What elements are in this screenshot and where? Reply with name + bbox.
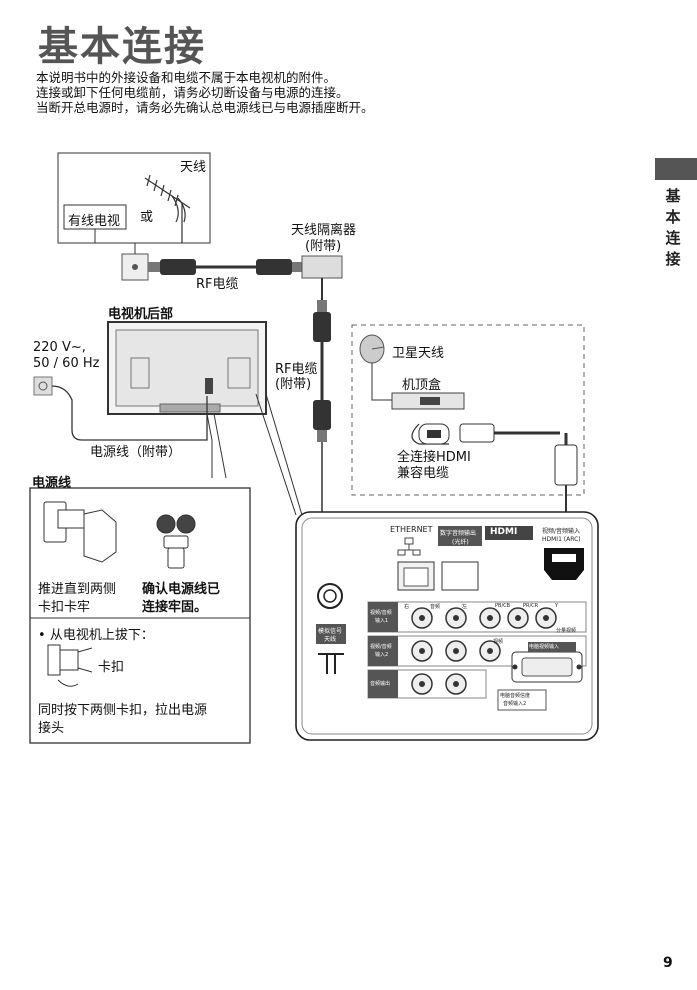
- cable-tv-label: 有线电视: [68, 214, 121, 229]
- isolator-note: (附带): [305, 239, 342, 254]
- hdmi-cable-label-2: 兼容电缆: [397, 466, 450, 481]
- isolator-label: 天线隔离器: [291, 223, 357, 238]
- tool-clip-icon: [156, 514, 196, 569]
- y-label: Y: [555, 603, 559, 609]
- unplug-heading-text: 从电视机上拔下：: [49, 628, 154, 643]
- hdmi-port: [544, 548, 584, 580]
- intro-line: 本说明书中的外接设备和电缆不属于本电视机的附件。: [36, 70, 337, 85]
- push-text-2: 卡扣卡牢: [38, 600, 91, 615]
- antenna-icon: [144, 174, 191, 243]
- av2-label: 视频/音频: [370, 644, 392, 650]
- digital-audio-label: 数字音频输出: [440, 530, 477, 537]
- side-tab-text: 基本连接: [665, 187, 681, 268]
- component-label: 分量视频: [556, 628, 577, 634]
- antenna-isolator-icon: [301, 255, 343, 279]
- push-text-1: 推进直到两侧: [38, 582, 117, 597]
- press-text-1: 同时按下两侧卡扣，拉出电源: [38, 703, 208, 718]
- power-outlet-icon: [33, 376, 53, 396]
- video-label: 视频: [493, 639, 504, 645]
- power-cord-detail-box: [29, 487, 251, 744]
- satellite-label: 卫星天线: [392, 346, 445, 361]
- av1-label-2: 输入1: [375, 618, 389, 624]
- side-tab-marker: [655, 158, 697, 180]
- rf-cable2-label: RF电缆: [275, 362, 318, 377]
- intro-text: 本说明书中的外接设备和电缆不属于本电视机的附件。 连接或卸下任何电缆前，请务必切…: [36, 70, 374, 115]
- pc-input-label: 电脑视频输入: [529, 644, 560, 650]
- hdmi-input-label-2: HDMI1 (ARC): [542, 536, 581, 543]
- press-text-2: 接头: [38, 721, 65, 736]
- confirm-text-2: 连接牢固。: [142, 600, 208, 615]
- av1-label: 视频/音频: [370, 610, 392, 616]
- analog-antenna-label-2: 天线: [324, 636, 337, 643]
- hdmi-logo-badge: [485, 526, 533, 540]
- confirm-text-1: 确认电源线已: [142, 582, 221, 597]
- analog-antenna-label: 模拟信号: [318, 628, 343, 635]
- rf-cable-plug: [160, 259, 196, 275]
- intro-line: 连接或卸下任何电缆前，请务必切断设备与电源的连接。: [36, 85, 349, 100]
- hdmi-logo: HDMI: [490, 527, 518, 537]
- left-label: 左: [462, 604, 468, 610]
- audio-out-label: 音频输出: [370, 681, 391, 687]
- audio-label: 音频: [430, 604, 441, 610]
- power-cord-line: [51, 385, 208, 441]
- cable-tv-box: [63, 204, 127, 230]
- plug-push-icon: [43, 501, 117, 563]
- stb-label: 机顶盒: [402, 378, 442, 393]
- unplug-heading: • 从电视机上拔下：: [38, 628, 154, 643]
- satellite-box: [351, 324, 585, 496]
- pc-audio-label-2: 音频输入2: [503, 701, 527, 707]
- page-number: 9: [663, 955, 673, 971]
- tv-rear-label: 电视机后部: [108, 307, 174, 322]
- set-top-box-icon: [391, 392, 465, 410]
- frequency-label: 50 / 60 Hz: [33, 356, 100, 371]
- power-cord-label: 电源线（附带）: [90, 445, 182, 460]
- ethernet-icon: [397, 537, 421, 556]
- rf-cable-label: RF电缆: [196, 277, 239, 292]
- digital-audio-label-2: (光纤): [452, 539, 469, 546]
- hdmi-plug-icon: [459, 423, 495, 443]
- voltage-label: 220 V~,: [33, 340, 86, 355]
- hdmi-cable-label: 全连接HDMI: [397, 450, 471, 465]
- rf-cable2-note: (附带): [275, 377, 312, 392]
- av2-label-2: 输入2: [375, 652, 389, 658]
- ethernet-label: ETHERNET: [390, 525, 433, 534]
- page-title: 基本连接: [38, 24, 206, 70]
- antenna-symbol-icon: [318, 653, 344, 674]
- unplug-icon: [47, 644, 93, 687]
- antenna-label: 天线: [180, 160, 207, 175]
- pr-label: PR/CR: [523, 603, 539, 609]
- digital-audio-badge: [438, 526, 482, 546]
- hdmi-input-label: 视频/音频输入: [542, 528, 581, 535]
- pb-label: PB/CB: [495, 603, 511, 609]
- intro-line: 当断开总电源时，请务必先确认总电源线已与电源插座断开。: [36, 100, 374, 115]
- optical-port: [441, 561, 479, 591]
- pc-audio-label: 电脑音频信度: [500, 693, 531, 699]
- power-section-heading: 电源线: [32, 476, 72, 491]
- satellite-dish-icon: [359, 334, 385, 364]
- or-label: 或: [140, 210, 154, 225]
- clip-label: 卡扣: [98, 660, 125, 675]
- antenna-source-box: [57, 152, 211, 244]
- right-label: 右: [404, 604, 410, 610]
